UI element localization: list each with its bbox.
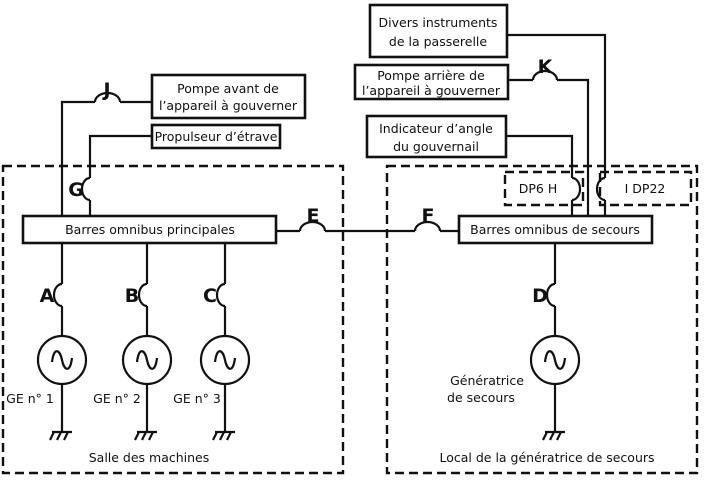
breaker-f-arc bbox=[413, 220, 442, 232]
ground-icon bbox=[542, 430, 565, 441]
breaker-e-label: E bbox=[307, 205, 320, 227]
wire-forward-pump bbox=[60, 100, 152, 216]
emergency-room-outline bbox=[385, 164, 699, 475]
emergency-generator-label: Génératrice bbox=[450, 373, 524, 388]
idp22-label: I DP22 bbox=[625, 181, 666, 196]
rudder-indicator-label: Indicateur d’angle bbox=[379, 121, 493, 136]
ground-icon bbox=[212, 430, 235, 441]
breaker-g-label: G bbox=[68, 179, 84, 201]
main-busbar-label: Barres omnibus principales bbox=[65, 222, 235, 237]
main-busbar bbox=[21, 214, 278, 245]
breaker-a-label: A bbox=[40, 285, 55, 307]
breaker-g-arc bbox=[80, 176, 91, 202]
breaker-d-label: D bbox=[532, 285, 548, 307]
forward-pump-label: l’appareil à gouverner bbox=[159, 98, 298, 113]
generator-1-symbol bbox=[36, 334, 88, 386]
emergency-room-label: Local de la génératrice de secours bbox=[439, 450, 654, 465]
generator-branch-1 bbox=[36, 243, 88, 441]
ground-icon bbox=[134, 430, 157, 441]
wire-bridge-instruments bbox=[507, 33, 607, 216]
forward-pump-label: Pompe avant de bbox=[177, 81, 279, 96]
engine-room-outline bbox=[1, 164, 345, 475]
emergency-busbar bbox=[457, 214, 654, 245]
generator-branch-2 bbox=[121, 243, 173, 441]
breaker-c-label: C bbox=[203, 285, 217, 307]
aft-pump-label: Pompe arrière de bbox=[377, 68, 485, 83]
generator-branch-3 bbox=[199, 243, 251, 441]
breaker-e-arc bbox=[298, 220, 327, 232]
idp22-panel-outline bbox=[598, 170, 693, 207]
wire-aft-pump bbox=[508, 78, 590, 216]
forward-pump-box bbox=[150, 73, 307, 120]
bow-thruster-box bbox=[150, 123, 282, 150]
ground-icon bbox=[49, 430, 72, 441]
generator-3-label: GE n° 3 bbox=[173, 391, 221, 406]
engine-room-label: Salle des machines bbox=[89, 450, 210, 465]
generator-2-symbol bbox=[121, 334, 173, 386]
bow-thruster-label: Propulseur d’étrave bbox=[155, 129, 278, 144]
dp6h-label: DP6 H bbox=[519, 181, 558, 196]
breaker-b-label: B bbox=[125, 285, 139, 307]
breaker-j-arc bbox=[93, 91, 122, 103]
bridge-instruments-box bbox=[368, 3, 509, 59]
breaker-k-arc bbox=[531, 69, 559, 81]
bridge-instruments-label: de la passerelle bbox=[389, 34, 488, 49]
rudder-indicator-label: du gouvernail bbox=[393, 139, 479, 154]
bridge-instruments-label: Divers instruments bbox=[379, 15, 498, 30]
breaker-j-label: J bbox=[101, 79, 110, 101]
aft-pump-label: l’appareil à gouverner bbox=[362, 83, 501, 98]
generator-branch-emergency bbox=[529, 243, 581, 441]
rudder-indicator-box bbox=[365, 114, 508, 159]
emergency-busbar-label: Barres omnibus de secours bbox=[470, 222, 640, 237]
aft-pump-box bbox=[353, 63, 510, 101]
breaker-k-label: K bbox=[538, 56, 554, 78]
generator-3-symbol bbox=[199, 334, 251, 386]
wire-bow-thruster bbox=[88, 134, 152, 216]
emergency-generator-symbol bbox=[529, 334, 581, 386]
wire-rudder-indicator bbox=[506, 134, 574, 216]
dp6h-breaker-arc bbox=[571, 176, 582, 202]
generator-2-label: GE n° 2 bbox=[93, 391, 141, 406]
generator-1-label: GE n° 1 bbox=[6, 391, 54, 406]
idp22-breaker-arc bbox=[595, 176, 606, 202]
breaker-f-label: F bbox=[422, 205, 435, 227]
emergency-generator-label: de secours bbox=[447, 390, 515, 405]
